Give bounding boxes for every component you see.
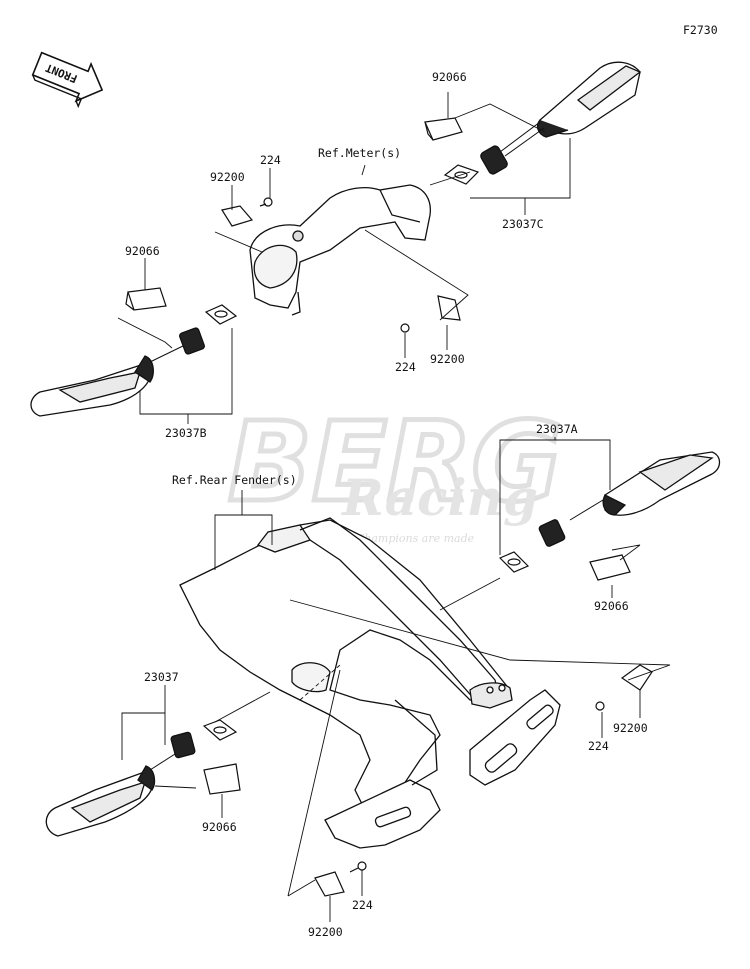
nut-92200-mid xyxy=(437,295,461,321)
part-label-92066-top-right: 92066 xyxy=(432,70,467,84)
grommet-right xyxy=(498,551,530,573)
bolt-224-upper xyxy=(259,197,273,207)
part-label-224-right: 224 xyxy=(588,739,609,753)
clip-92066-left xyxy=(125,287,167,311)
part-label-224-upper: 224 xyxy=(260,153,281,167)
svg-text:Champions are made: Champions are made xyxy=(356,532,475,545)
part-label-92200-mid: 92200 xyxy=(430,352,465,366)
part-label-23037A: 23037A xyxy=(536,422,578,436)
nut-92200-right xyxy=(620,664,653,691)
meter-cover xyxy=(249,184,431,316)
clip-92066-bottom xyxy=(203,763,241,795)
part-label-224-mid: 224 xyxy=(395,360,416,374)
ref-meter-label: Ref.Meter(s) xyxy=(318,146,402,160)
turn-signal-23037B xyxy=(30,327,205,417)
bolt-224-mid xyxy=(400,323,410,333)
part-label-92066-left: 92066 xyxy=(125,244,160,258)
part-label-92200-right: 92200 xyxy=(613,721,648,735)
bolt-224-right xyxy=(595,701,605,711)
nut-92200-bottom xyxy=(314,871,345,897)
leader-lines-lower xyxy=(121,437,671,922)
clip-92066-top xyxy=(424,117,463,141)
license-bracket xyxy=(469,689,561,786)
part-label-92200-upper: 92200 xyxy=(210,170,245,184)
part-label-23037C: 23037C xyxy=(502,217,544,231)
nut-92200-upper xyxy=(221,205,254,227)
part-label-23037: 23037 xyxy=(144,670,179,684)
part-label-224-bottom: 224 xyxy=(352,898,373,912)
lower-bracket xyxy=(324,699,441,849)
figure-code: F2730 xyxy=(683,23,718,37)
turn-signal-23037C xyxy=(480,61,642,175)
grommet-bottom xyxy=(202,719,238,741)
part-label-23037B: 23037B xyxy=(165,426,207,440)
svg-text:BERG: BERG xyxy=(228,398,562,526)
watermark-logo: BERG Racing Champions are made xyxy=(226,396,565,546)
clip-92066-right xyxy=(589,554,631,581)
turn-signal-23037 xyxy=(45,731,196,837)
part-label-92066-right: 92066 xyxy=(594,599,629,613)
bolt-224-bottom xyxy=(349,861,367,873)
part-label-92066-bottom: 92066 xyxy=(202,820,237,834)
part-label-92200-bottom: 92200 xyxy=(308,925,343,939)
rear-fender xyxy=(179,517,513,822)
turn-signal-23037A xyxy=(538,451,721,547)
leader-lines-upper xyxy=(117,92,571,424)
grommet-left xyxy=(204,304,238,325)
front-arrow-icon: FRONT xyxy=(31,51,104,109)
svg-text:Racing: Racing xyxy=(340,468,538,527)
ref-rear-fender-label: Ref.Rear Fender(s) xyxy=(172,473,297,487)
